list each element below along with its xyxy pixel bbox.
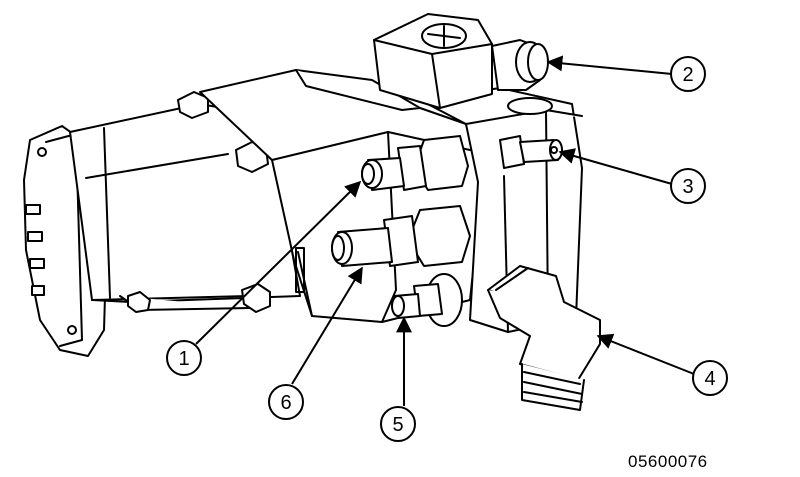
- pump-illustration: [23, 13, 601, 411]
- callout-3: 3: [670, 168, 706, 204]
- leader-line-6: [291, 266, 363, 385]
- leader-line-4: [596, 333, 695, 375]
- callout-3-label: 3: [682, 176, 693, 198]
- callout-6-label: 6: [280, 392, 291, 414]
- callout-4: 4: [692, 360, 728, 396]
- callout-5-label: 5: [392, 414, 403, 436]
- leader-line-1: [195, 180, 362, 345]
- callouts: 1 2 3 4 5 6: [166, 56, 728, 442]
- fitting-5: [391, 273, 463, 327]
- callout-4-label: 4: [704, 368, 715, 390]
- fitting-1: [361, 135, 469, 191]
- leader-line-2: [546, 55, 673, 75]
- callout-1: 1: [166, 340, 202, 376]
- callout-6: 6: [268, 384, 304, 420]
- elbow-fitting-4: [487, 265, 601, 411]
- port-fitting-2: [491, 39, 549, 91]
- top-compensator: [373, 13, 553, 115]
- callout-1-label: 1: [178, 348, 189, 370]
- callout-2: 2: [670, 56, 706, 92]
- leader-line-3: [558, 148, 673, 185]
- leader-lines: [195, 55, 695, 406]
- figure-number: 05600076: [628, 452, 708, 471]
- fitting-6: [331, 205, 471, 267]
- callout-5: 5: [380, 406, 416, 442]
- callout-2-label: 2: [682, 64, 693, 86]
